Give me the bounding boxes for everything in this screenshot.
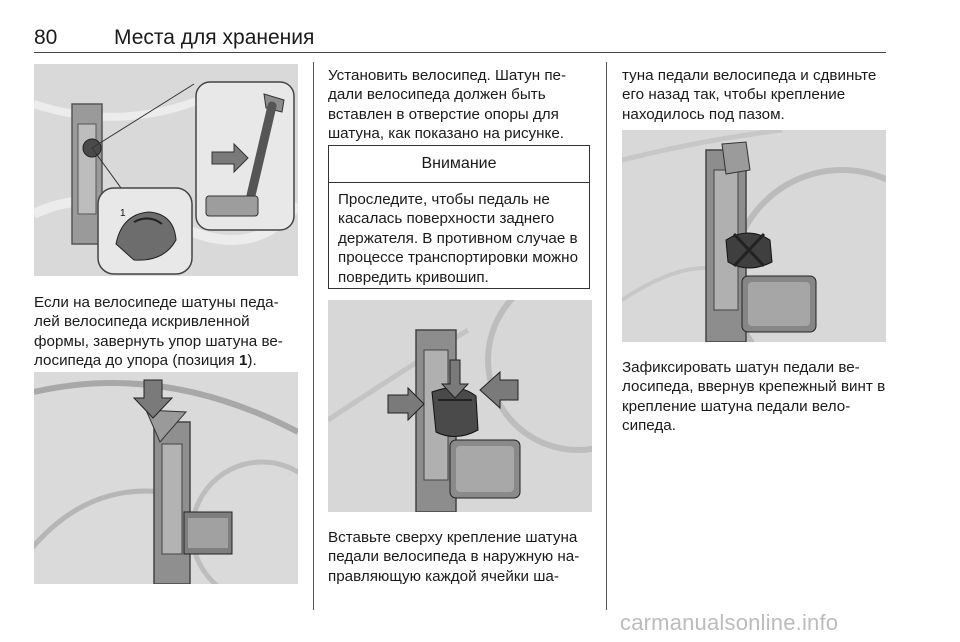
column1-paragraph-text: Если на велосипеде шатуны педа-лей велос… [34, 294, 283, 370]
svg-text:1: 1 [120, 208, 126, 219]
figure-crank-installed [34, 372, 298, 584]
figure-crank-stop-detail: 1 [34, 64, 298, 276]
column-divider-2 [606, 62, 607, 610]
column1-paragraph: Если на велосипеде шатуны педа-лей велос… [34, 293, 300, 371]
figure-crank-fixed [622, 130, 886, 342]
page-header: 80 Места для хранения [34, 26, 886, 53]
notice-box: Внимание Проследите, чтобы педаль не кас… [328, 145, 590, 289]
notice-body: Проследите, чтобы педаль не касалась пов… [338, 191, 579, 286]
column2-paragraph-1: Установить велосипед. Шатун пе-дали вело… [328, 67, 567, 143]
column1-paragraph-end: ). [247, 352, 257, 370]
page-number: 80 [34, 26, 58, 49]
section-title: Места для хранения [114, 26, 315, 49]
position-number: 1 [238, 352, 248, 370]
column3-paragraph-1: туна педали велосипеда и сдвиньте его на… [622, 67, 877, 123]
column3-paragraph-2: Зафиксировать шатун педали ве-лосипеда, … [622, 359, 886, 435]
column-divider-1 [313, 62, 314, 610]
watermark: carmanualsonline.info [620, 610, 839, 635]
column2-paragraph-2: Вставьте сверху крепление шатуна педали … [328, 529, 580, 585]
notice-title: Внимание [329, 146, 589, 183]
figure-crank-mount-insert [328, 300, 592, 512]
